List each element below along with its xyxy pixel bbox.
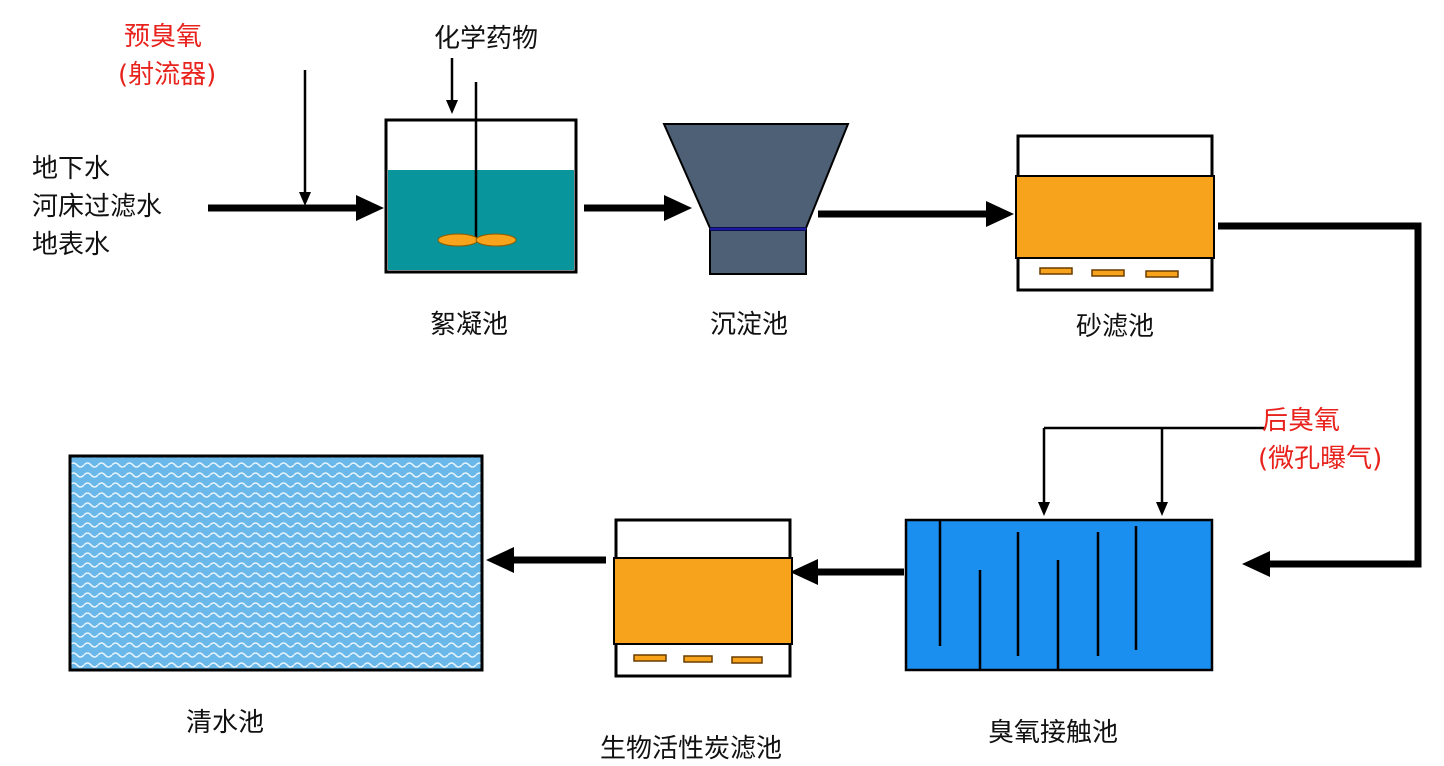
inflow-arrow bbox=[208, 195, 384, 221]
source-label-surface-water: 地表水 bbox=[32, 230, 111, 260]
bac-filter bbox=[613, 518, 793, 678]
pre-ozone-injection-arrow bbox=[299, 70, 311, 206]
mixer-blade-right bbox=[475, 233, 517, 247]
ozone-contact-label: 臭氧接触池 bbox=[988, 718, 1119, 748]
post-ozone-distribution-arrows bbox=[1038, 426, 1266, 516]
chemicals-label: 化学药物 bbox=[434, 24, 539, 54]
bac-filter-label: 生物活性炭滤池 bbox=[600, 734, 783, 764]
sand-filter-label: 砂滤池 bbox=[1076, 312, 1155, 342]
flocculation-label: 絮凝池 bbox=[430, 310, 509, 340]
ozone-contact-tank bbox=[904, 518, 1214, 672]
source-label-riverbank-filtration: 河床过滤水 bbox=[32, 192, 163, 222]
pre-ozone-sublabel: (射流器) bbox=[118, 60, 217, 90]
post-ozone-label: 后臭氧 bbox=[1262, 406, 1341, 436]
sedimentation-label: 沉淀池 bbox=[710, 310, 789, 340]
arrow-bac-to-clear-water bbox=[486, 547, 606, 573]
pre-ozone-label: 预臭氧 bbox=[124, 22, 203, 52]
flocculation-tank bbox=[384, 82, 578, 274]
post-ozone-sublabel: (微孔曝气) bbox=[1258, 444, 1383, 474]
arrow-floc-to-sedimentation bbox=[584, 195, 692, 221]
mixer-blade-left bbox=[437, 233, 479, 247]
clear-water-label: 清水池 bbox=[186, 708, 265, 738]
source-label-groundwater: 地下水 bbox=[32, 154, 111, 184]
sand-filter bbox=[1015, 134, 1215, 292]
arrow-sedimentation-to-sand-filter bbox=[818, 201, 1014, 227]
clear-water-tank bbox=[68, 454, 484, 672]
return-pipe-to-ozone-contact bbox=[1218, 222, 1422, 577]
sedimentation-tank bbox=[662, 123, 850, 275]
chemical-dosing-arrow bbox=[446, 58, 458, 114]
arrow-ozone-to-bac bbox=[790, 559, 904, 585]
